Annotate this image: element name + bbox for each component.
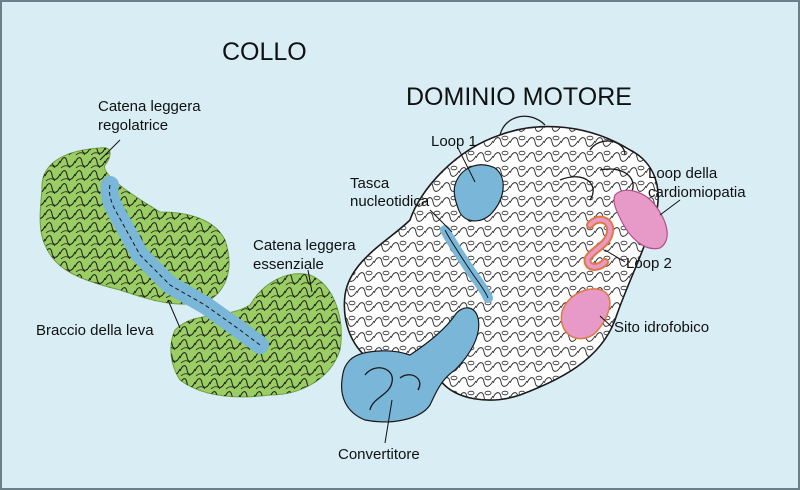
label-nucleotide-pocket-2: nucleotidica (350, 193, 430, 210)
label-regulatory-light-chain-2: regolatrice (98, 117, 168, 134)
heading-motor-domain: DOMINIO MOTORE (406, 83, 632, 111)
hydrophobic-site-region (560, 288, 611, 340)
loop2-region (583, 215, 615, 271)
label-hydrophobic-site: Sito idrofobico (614, 319, 709, 336)
regulatory-light-chain-shape (39, 147, 230, 305)
label-loop1: Loop 1 (431, 133, 477, 150)
loop1-region (453, 164, 504, 222)
label-converter: Convertitore (338, 446, 420, 463)
converter-domain (340, 307, 480, 423)
label-cardiomyopathy-loop-1: Loop della (648, 165, 718, 182)
label-lever-arm: Braccio della leva (36, 322, 154, 339)
label-loop2: Loop 2 (626, 255, 672, 272)
label-essential-light-chain-2: essenziale (253, 256, 324, 273)
nucleotide-pocket-helix (440, 225, 493, 303)
label-nucleotide-pocket-1: Tasca (350, 175, 390, 192)
leader-lines (99, 139, 681, 444)
lever-arm-helix (100, 176, 269, 354)
heading-neck: COLLO (222, 38, 307, 66)
label-essential-light-chain-1: Catena leggera (253, 237, 356, 254)
cardiomyopathy-loop-region (613, 189, 668, 250)
label-cardiomyopathy-loop-2: cardiomiopatia (648, 184, 746, 201)
label-regulatory-light-chain-1: Catena leggera (98, 98, 201, 115)
